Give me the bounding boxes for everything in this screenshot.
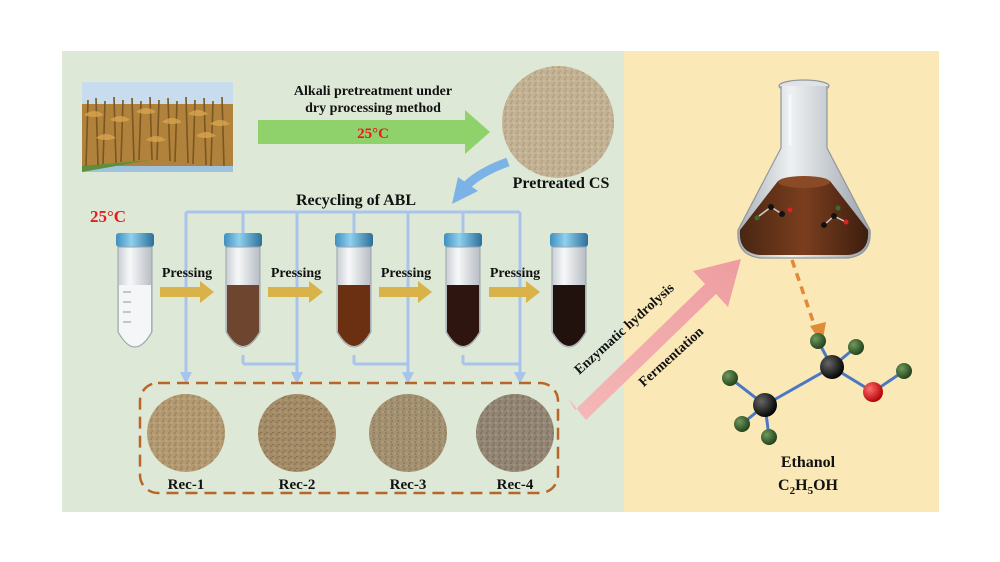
tube-2 <box>335 233 373 348</box>
pressing-label-3: Pressing <box>381 266 431 281</box>
pretreatment-text-line2: dry processing method <box>305 101 441 116</box>
formula-sub-2: 2 <box>790 485 796 497</box>
tube-4 <box>550 233 588 348</box>
pretreatment-text-line1: Alkali pretreatment under <box>294 84 452 99</box>
rec-4-label: Rec-4 <box>497 477 534 493</box>
tube-3 <box>444 233 482 348</box>
rec-4-sample <box>476 394 554 472</box>
rec-2-sample <box>258 394 336 472</box>
formula-sub-5: 5 <box>808 485 814 497</box>
pretreated-cs-sample <box>502 66 614 178</box>
pretreated-cs-label: Pretreated CS <box>513 175 610 192</box>
recycled-samples-box <box>138 381 560 495</box>
corn-field-image <box>82 82 233 172</box>
formula-oh: OH <box>813 477 838 494</box>
start-temperature: 25°C <box>90 207 126 226</box>
pressing-arrows <box>160 281 540 303</box>
rec-3-label: Rec-3 <box>390 477 427 493</box>
pressing-label-4: Pressing <box>490 266 540 281</box>
recycle-arrowheads <box>180 372 526 384</box>
recycling-label: Recycling of ABL <box>296 192 416 209</box>
tube-0 <box>116 233 154 348</box>
ethanol-molecule <box>722 333 912 445</box>
recycle-blue-arrow <box>462 157 510 190</box>
pressing-label-2: Pressing <box>271 266 321 281</box>
rec-3-sample <box>369 394 447 472</box>
formula-h: H <box>795 477 808 494</box>
hydrolysis-arrow <box>568 259 741 420</box>
formula-c: C <box>778 477 790 494</box>
product-dashed-arrow <box>790 259 818 331</box>
pressing-label-1: Pressing <box>162 266 212 281</box>
rec-1-sample <box>147 394 225 472</box>
product-formula: C2H5OH <box>778 477 838 497</box>
recycle-blue-arrowhead <box>452 177 478 204</box>
pretreatment-arrow <box>258 110 490 154</box>
tube-1 <box>224 233 262 348</box>
product-name: Ethanol <box>781 454 836 471</box>
rec-1-label: Rec-1 <box>168 477 205 493</box>
recycle-lines <box>184 210 522 372</box>
rec-2-label: Rec-2 <box>279 477 316 493</box>
fermentation-flask <box>737 79 871 259</box>
pretreatment-temperature: 25°C <box>357 126 389 142</box>
